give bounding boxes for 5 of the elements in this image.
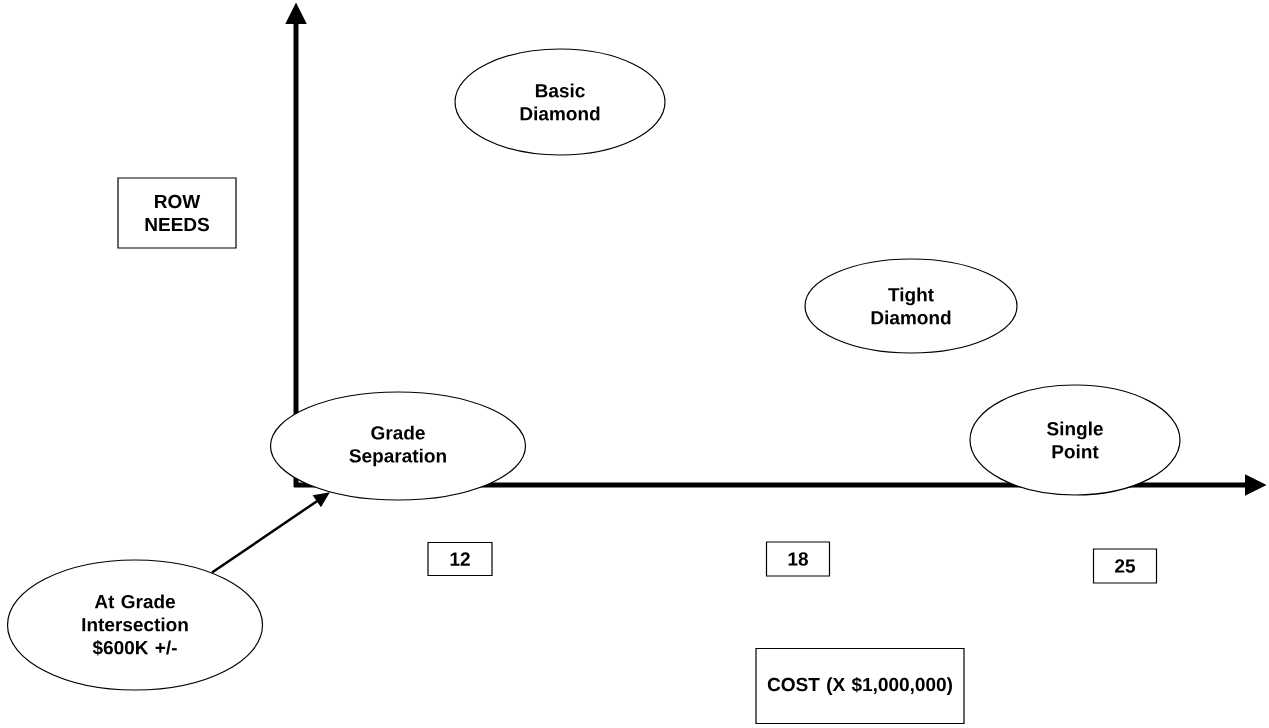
label-box: 25 <box>1092 548 1158 584</box>
label-box: ROW NEEDS <box>117 177 237 249</box>
label-box: COST (X $1,000,000) <box>755 647 965 725</box>
label-box: 18 <box>765 541 831 577</box>
label-box: 12 <box>427 541 493 577</box>
